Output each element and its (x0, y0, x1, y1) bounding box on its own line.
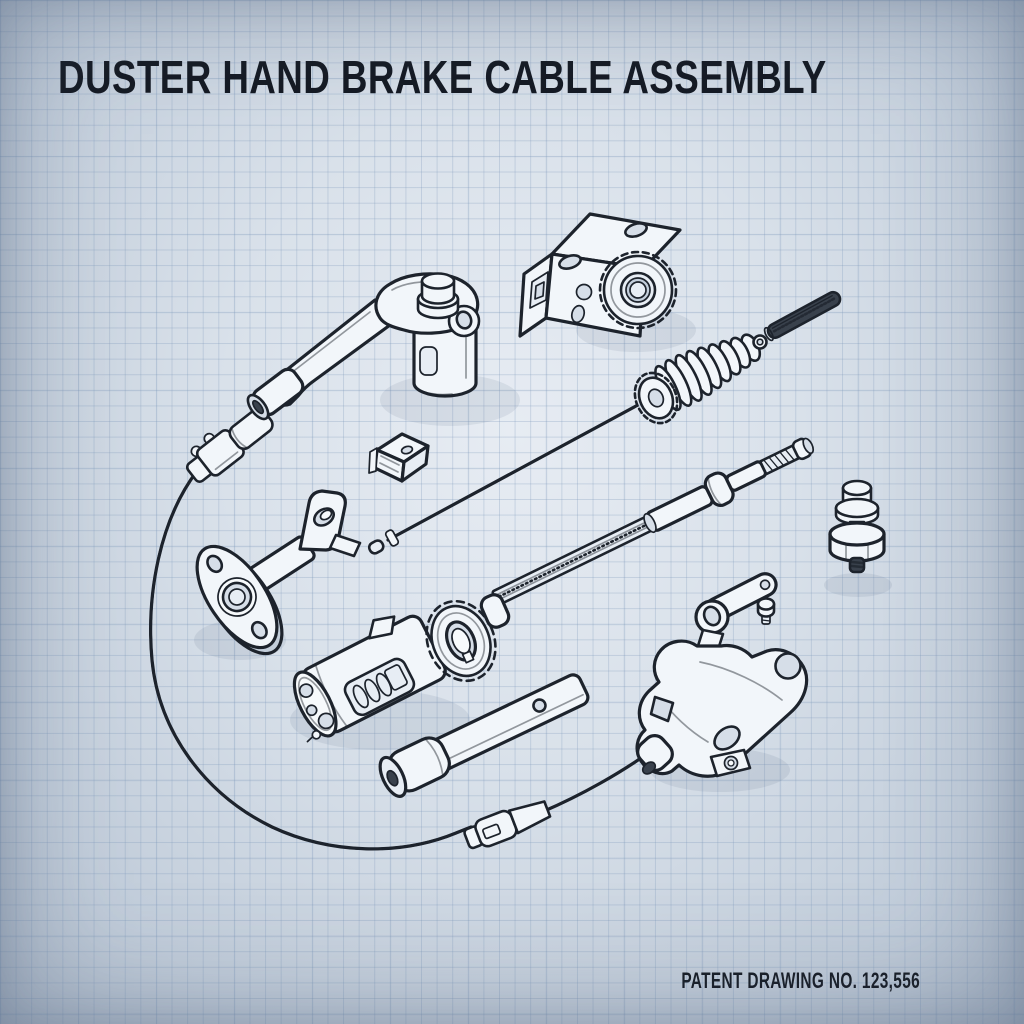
mounting-bracket (635, 572, 809, 778)
cable-adjuster-rod (491, 437, 815, 606)
clamp-block (368, 432, 430, 483)
knurled-pin (763, 290, 842, 342)
patent-number: PATENT DRAWING NO. 123,556 (681, 968, 920, 993)
cable-ferrule (463, 800, 552, 850)
drawing-title: DUSTER HAND BRAKE CABLE ASSEMBLY (58, 51, 827, 103)
ratchet-housing-gear (518, 212, 682, 338)
spring-worm-gear (367, 333, 762, 555)
drum-gear-assembly (292, 593, 511, 743)
washer (752, 334, 768, 350)
hand-brake-lever (246, 272, 481, 421)
bolt-washer-nut (828, 479, 886, 574)
standoff-bracket (195, 489, 362, 656)
handle-grip (378, 673, 590, 798)
